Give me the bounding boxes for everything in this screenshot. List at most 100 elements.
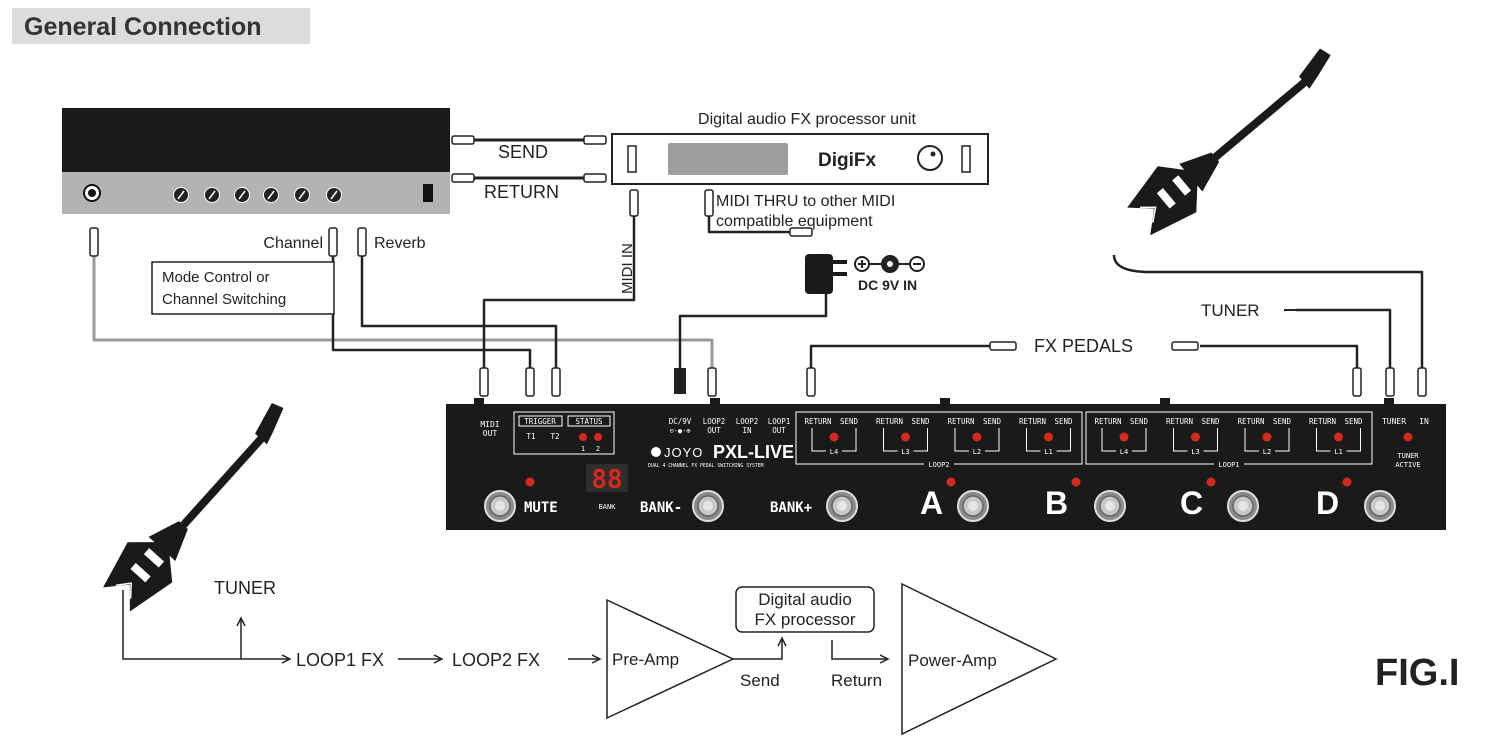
return-jack-label: RETURN — [1237, 417, 1264, 426]
signal-flow — [122, 582, 1058, 736]
return-jack-label: RETURN — [1166, 417, 1193, 426]
loop1-out-1: LOOP1 — [768, 417, 791, 426]
loop2-in-1: LOOP2 — [736, 417, 759, 426]
trigger-header-box — [518, 415, 563, 427]
t2-label: T2 — [550, 432, 559, 441]
cable-amp-input — [92, 255, 714, 372]
footswitch-c[interactable] — [1227, 490, 1259, 522]
switcher-nub-3 — [940, 398, 950, 404]
reverb-label: Reverb — [374, 235, 426, 252]
status-label: STATUS — [575, 417, 603, 426]
section-title: General Connection — [24, 13, 262, 41]
switcher-nub-4 — [1160, 398, 1170, 404]
amp-knob-3 — [234, 187, 250, 203]
loop2-caption-bg — [924, 460, 954, 468]
cable-reverb — [360, 255, 558, 372]
return-jack-label: RETURN — [1309, 417, 1336, 426]
amp-knob-2 — [204, 187, 220, 203]
polarity-symbol — [854, 255, 925, 273]
bank-display-digits: 88 — [591, 465, 622, 495]
loop-channel-label: L3 — [901, 448, 909, 456]
dc-symbol: ⊝-●-⊕ — [669, 427, 691, 435]
bank-plus-footswitch[interactable] — [826, 490, 858, 522]
return-jack-label: RETURN — [1094, 417, 1121, 426]
amp-panel — [62, 172, 450, 214]
flow-tuner-arrow — [236, 616, 246, 627]
footswitch-led-a — [946, 477, 956, 487]
adapter-body — [805, 254, 833, 294]
send-jack-label: SEND — [1273, 417, 1292, 426]
midi-in-label: MIDI IN — [619, 243, 636, 294]
plug-sw-tuner — [1385, 367, 1395, 397]
loop-label-bg — [1330, 446, 1347, 455]
mode-box-line2: Channel Switching — [162, 291, 286, 308]
loop-label-bg — [1187, 446, 1204, 455]
midi-out-label-1: MIDI — [480, 420, 499, 429]
loop-channel-label: L1 — [1334, 448, 1342, 456]
loop1-caption-bg — [1214, 460, 1244, 468]
plug-return-r — [583, 173, 607, 183]
return-jack-label: RETURN — [804, 417, 831, 426]
guitar-top-right — [1127, 48, 1331, 236]
fx-unit-knob — [917, 145, 943, 171]
send-jack-label: SEND — [840, 417, 859, 426]
loop2-caption: LOOP2 — [928, 461, 949, 469]
amp-top — [62, 108, 450, 172]
power-adapter — [805, 254, 847, 294]
bank-minus-label: BANK- — [640, 500, 682, 516]
plug-midi-thru-end — [789, 227, 813, 237]
loop-label-bg — [1116, 446, 1132, 455]
loop-led — [1262, 432, 1272, 442]
plug-amp-input — [89, 227, 99, 257]
bank-display — [586, 464, 628, 492]
bank-minus-footswitch[interactable] — [692, 490, 724, 522]
fx-unit-caption: Digital audio FX processor unit — [698, 111, 916, 128]
cable-fx-pedals-right — [1200, 344, 1359, 372]
fx-unit-right-slot — [961, 145, 971, 173]
footswitch-b[interactable] — [1094, 490, 1126, 522]
amp-knob-6 — [326, 187, 342, 203]
fx-unit-left-slot — [627, 145, 637, 173]
flow-send — [733, 640, 783, 660]
status-2-label: 2 — [596, 445, 600, 453]
cables — [92, 138, 1424, 372]
mute-led — [525, 477, 535, 487]
plug-reverb — [357, 227, 367, 257]
pxl-live-switcher: MIDI OUT TRIGGER STATUS T1 T2 1 2 DC/9V … — [446, 398, 1446, 530]
return-jack-label: RETURN — [947, 417, 974, 426]
plug-sw-loop1-out — [707, 367, 717, 397]
loop-channel-label: L2 — [973, 448, 981, 456]
send-jack-label: SEND — [1201, 417, 1220, 426]
amp-input-jack-core — [88, 189, 96, 197]
return-jack-label: RETURN — [876, 417, 903, 426]
loop-channel-label: L3 — [1191, 448, 1199, 456]
flow-preamp-label: Pre-Amp — [612, 650, 679, 669]
footswitch-letter-d: D — [1316, 485, 1339, 521]
guitar-bottom-left — [103, 402, 284, 612]
loop1-out-2: OUT — [772, 426, 786, 435]
flow-arrow-return — [879, 654, 890, 664]
plug-fx-a — [989, 341, 1017, 351]
footswitch-d[interactable] — [1364, 490, 1396, 522]
footswitch-a[interactable] — [957, 490, 989, 522]
loop-channel-label: L4 — [1120, 448, 1128, 456]
send-jack-label: SEND — [1054, 417, 1073, 426]
midi-thru-line1: MIDI THRU to other MIDI — [716, 193, 895, 210]
mute-footswitch[interactable] — [484, 490, 516, 522]
plug-sw-t2 — [551, 367, 561, 397]
footswitch-led-b — [1071, 477, 1081, 487]
footswitch-led-d — [1342, 477, 1352, 487]
loop-led — [1191, 432, 1200, 442]
plug-fx-b — [1171, 341, 1199, 351]
adapter-prong-1 — [833, 260, 847, 264]
loop-channel-label: L2 — [1263, 448, 1271, 456]
return-label: RETURN — [484, 182, 559, 202]
flow-digital-line2: FX processor — [754, 610, 855, 629]
plug-send-l — [451, 135, 475, 145]
poweramp-triangle — [901, 582, 1058, 736]
